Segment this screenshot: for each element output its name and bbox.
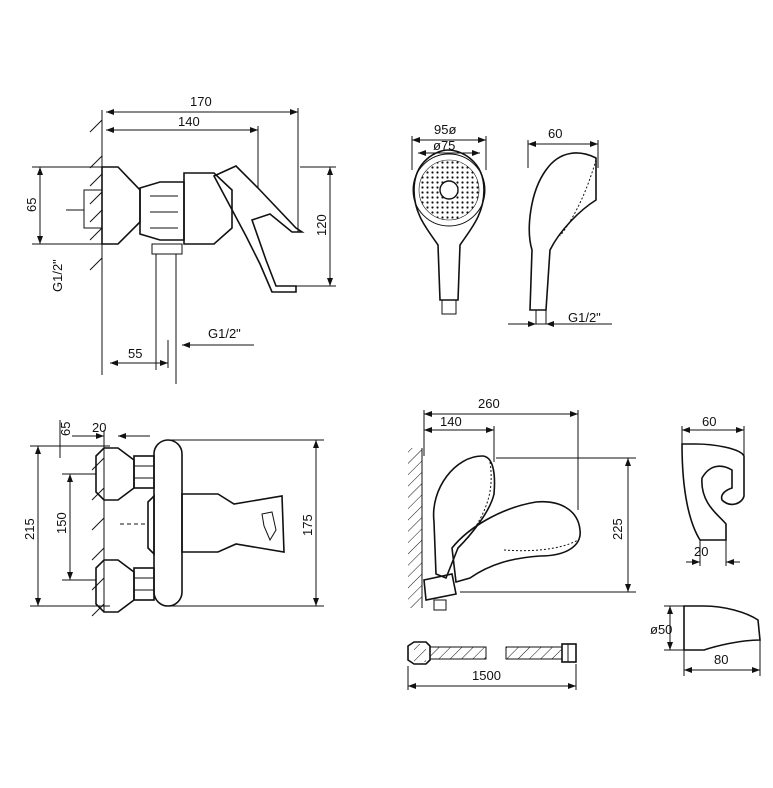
hose-nut-right xyxy=(561,643,577,663)
holder-body xyxy=(681,443,745,541)
wall-bracket xyxy=(423,573,457,601)
hose-segment-right xyxy=(505,646,563,660)
front-mixer-body xyxy=(153,439,183,607)
mixer-base xyxy=(101,166,141,245)
hand-shower-side-view: 60 G1/2" xyxy=(508,126,612,327)
thread-bottom: G1/2" xyxy=(208,326,241,341)
front-handle xyxy=(181,493,285,553)
shower-side-nozzles xyxy=(559,159,597,237)
front-wall-hatch xyxy=(91,457,105,617)
upper-handset xyxy=(432,455,496,580)
upper-nut xyxy=(133,455,155,489)
dim-depth: 120 xyxy=(314,214,329,236)
dim-outlet-offset: 55 xyxy=(128,346,142,361)
dim-assembly-inner: 140 xyxy=(440,414,462,429)
hand-shower-front-view: 95ø ø75 xyxy=(411,122,487,315)
dim-small-offset: 65 xyxy=(58,422,73,436)
dim-total-width: 170 xyxy=(190,94,212,109)
thread-left: G1/2" xyxy=(50,259,65,292)
dim-holder-width: 60 xyxy=(702,414,716,429)
dim-assembly-width: 260 xyxy=(478,396,500,411)
holder-view: 60 20 xyxy=(681,414,745,566)
mixer-lever xyxy=(212,165,305,293)
hose-segment-left xyxy=(429,646,487,660)
dim-holder-base: 20 xyxy=(694,544,708,559)
dim-escutcheon-depth: 80 xyxy=(714,652,728,667)
dim-outer-diameter: 95ø xyxy=(434,122,456,137)
wall-hatch xyxy=(89,119,103,271)
shower-head-face xyxy=(412,153,486,227)
dim-height: 65 xyxy=(24,198,39,212)
wall-connector xyxy=(83,189,103,229)
dim-centers: 150 xyxy=(54,512,69,534)
dim-escutcheon-diameter: ø50 xyxy=(650,622,672,637)
hose-nut-left xyxy=(407,641,431,665)
mixer-body xyxy=(183,172,233,245)
lower-handset xyxy=(451,500,581,584)
mixer-nut xyxy=(139,181,185,241)
handle-logo xyxy=(261,511,277,542)
hose-view: 1500 xyxy=(407,641,577,690)
mixer-top-view: 170 140 65 120 G1/2" G1/2" 55 xyxy=(24,94,336,384)
shower-side-profile xyxy=(528,152,597,311)
shower-center xyxy=(439,180,459,200)
dim-inner-diameter: ø75 xyxy=(433,138,455,153)
shower-side-connector xyxy=(535,309,547,325)
dim-side-depth: 60 xyxy=(548,126,562,141)
thread-side: G1/2" xyxy=(568,310,601,325)
mixer-front-view: 65 20 215 150 175 xyxy=(22,420,324,617)
lower-nut xyxy=(133,567,155,601)
dim-assembly-height: 225 xyxy=(610,518,625,540)
front-valve xyxy=(147,494,155,556)
escutcheon-view: ø50 80 xyxy=(650,605,761,676)
shower-connector xyxy=(441,299,457,315)
shower-assembly-view: 260 140 225 xyxy=(408,396,636,611)
upper-connector xyxy=(95,447,135,501)
outlet-connector xyxy=(151,243,183,255)
assembly-wall-hatch xyxy=(408,448,422,608)
dim-connector: 20 xyxy=(92,420,106,435)
dim-body-height: 175 xyxy=(300,514,315,536)
dim-body-width: 140 xyxy=(178,114,200,129)
lower-connector xyxy=(95,559,135,613)
dim-total-height: 215 xyxy=(22,518,37,540)
dim-hose-length: 1500 xyxy=(472,668,501,683)
escutcheon-body xyxy=(683,605,761,651)
